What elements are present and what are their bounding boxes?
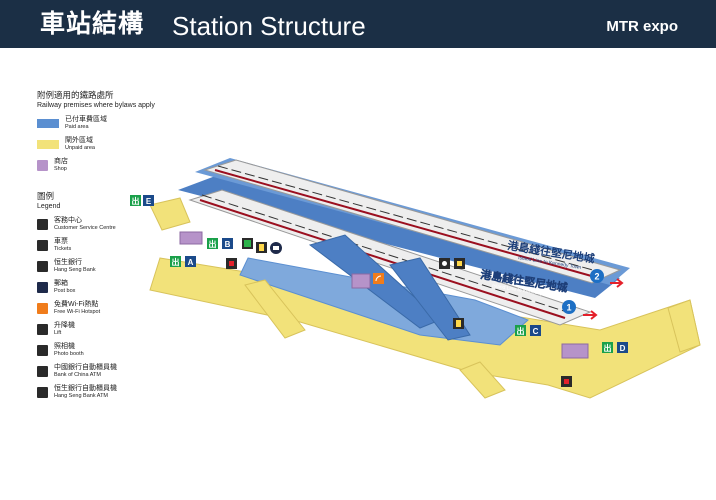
paid-area-swatch xyxy=(37,119,59,128)
platform-2-number: 2 xyxy=(594,272,599,282)
stair-exit-c-ramp xyxy=(459,361,506,399)
legend-item-zh: 免費Wi-Fi熱點 xyxy=(54,301,99,308)
shop-block-1 xyxy=(179,231,203,245)
exit-e-marker[interactable]: 出 E xyxy=(130,195,154,206)
platform-1-number: 1 xyxy=(566,303,571,313)
legend-item-zh: 郵箱 xyxy=(54,280,68,287)
svg-text:出: 出 xyxy=(604,343,612,353)
legend-item-zh: 照相機 xyxy=(54,343,75,350)
paid-area-zh: 已付車費區域 xyxy=(65,116,107,123)
bylaws-heading: Railway premises where bylaws apply xyxy=(37,102,155,109)
post-box-icon xyxy=(37,282,48,293)
platform-1-arrow xyxy=(583,310,598,320)
hang-seng-atm-icon xyxy=(37,387,48,398)
shop-zh: 商店 xyxy=(54,158,68,165)
legend-item-label: Photo booth xyxy=(54,351,84,357)
exit-c-marker[interactable]: 出 C xyxy=(515,325,541,336)
lift-icon xyxy=(37,324,48,335)
legend-item-zh: 升降機 xyxy=(54,322,75,329)
ticket-icon xyxy=(226,258,237,269)
svg-text:出: 出 xyxy=(517,326,525,336)
legend-panel: 附例適用的鐵路處所 Railway premises where bylaws … xyxy=(37,90,187,406)
station-structure-diagram: 出 E 出 B 出 A 出 C 出 D 港島綫往堅尼地城 Island Line… xyxy=(130,158,701,399)
lift-icon xyxy=(256,242,267,253)
legend-item-zh: 中國銀行自動櫃員機 xyxy=(54,364,117,371)
boc-atm-icon xyxy=(561,376,572,387)
legend-item-label: Post box xyxy=(54,288,76,294)
legend-item-label: Free Wi-Fi Hotspot xyxy=(54,309,101,315)
train-upper xyxy=(203,159,622,284)
photo-booth-icon xyxy=(37,345,48,356)
stair-exit-e xyxy=(149,197,191,231)
exit-c-label: C xyxy=(533,327,539,336)
shop-swatch xyxy=(37,160,48,171)
legend-item-label: Customer Service Centre xyxy=(54,225,116,231)
unpaid-area-swatch xyxy=(37,140,59,149)
legend-item-label: Hang Seng Bank ATM xyxy=(54,393,109,399)
exit-b-label: B xyxy=(225,240,231,249)
exit-d-marker[interactable]: 出 D xyxy=(602,342,628,353)
unpaid-area-zh: 閘外區域 xyxy=(65,137,93,144)
ticket-icon xyxy=(37,240,48,251)
platform-1-badge xyxy=(562,300,576,314)
platform-2-badge xyxy=(590,269,604,283)
legend-item-zh: 恒生銀行 xyxy=(54,259,82,266)
customer-service-icon xyxy=(454,258,465,269)
svg-text:出: 出 xyxy=(132,196,140,206)
stair-exit-a-ramp xyxy=(244,279,306,339)
page-title: Station Structure xyxy=(172,11,366,41)
svg-text:出: 出 xyxy=(209,239,217,249)
hang-seng-bank-icon xyxy=(242,238,253,249)
legend-item-zh: 恒生銀行自動櫃員機 xyxy=(54,385,117,392)
svg-text:出: 出 xyxy=(172,257,180,267)
wifi-icon xyxy=(37,303,48,314)
legend-item-label: Bank of China ATM xyxy=(54,372,101,378)
hang-seng-bank-icon xyxy=(37,261,48,272)
legend-item-zh: 車票 xyxy=(54,238,68,245)
customer-service-icon xyxy=(37,219,48,230)
lift-icon-2 xyxy=(453,318,464,329)
post-box-icon xyxy=(270,242,282,254)
shop-label: Shop xyxy=(54,166,67,172)
shop-block-3 xyxy=(561,343,589,359)
legend-item-label: Tickets xyxy=(54,246,72,252)
legend-title: Legend xyxy=(37,203,61,210)
exit-a-label: A xyxy=(188,258,194,267)
legend-item-label: Lift xyxy=(54,330,62,336)
platform-2-arrow xyxy=(610,278,624,288)
boc-atm-icon xyxy=(37,366,48,377)
paid-area-label: Paid area xyxy=(65,124,89,130)
legend-item-zh: 客務中心 xyxy=(54,217,82,224)
page-title-zh: 車站結構 xyxy=(40,9,145,38)
stair-exit-d xyxy=(667,299,701,353)
platform-level xyxy=(178,175,620,298)
shop-block-2 xyxy=(351,273,371,289)
unpaid-area-label: Unpaid area xyxy=(65,145,95,151)
legend-title-zh: 圖例 xyxy=(37,191,55,201)
brand-label: MTR expo xyxy=(606,18,678,35)
exit-d-label: D xyxy=(620,344,626,353)
wifi-icon xyxy=(373,273,384,284)
exit-b-marker[interactable]: 出 B xyxy=(207,238,233,249)
photo-booth-icon xyxy=(439,258,450,269)
header-bar: 車站結構 Station Structure MTR expo xyxy=(0,0,716,48)
bylaws-heading-zh: 附例適用的鐵路處所 xyxy=(37,90,114,100)
exit-e-label: E xyxy=(146,197,152,206)
exit-a-marker[interactable]: 出 A xyxy=(170,256,196,267)
legend-item-label: Hang Seng Bank xyxy=(54,267,96,273)
escalator-2 xyxy=(389,257,471,341)
